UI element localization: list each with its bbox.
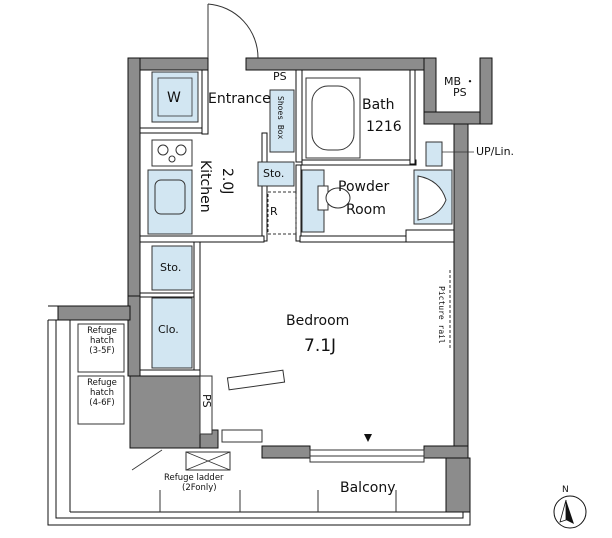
refuge-hatch-1-label: Refuge hatch (3-5F) [80,326,124,356]
refuge-hatch-2-line1: Refuge [87,378,117,388]
toilet [317,185,351,211]
ps-left-label: PS [200,394,213,408]
kitchen-label: Kitchen [197,160,213,213]
bedroom-size-label: 7.1J [304,336,337,356]
sto-left-label: Sto. [160,261,182,274]
balcony-label: Balcony [340,480,396,496]
bedroom-label: Bedroom [286,313,350,329]
washbasin [413,169,453,225]
sto-small-label: Sto. [263,167,285,180]
bathtub [305,77,361,159]
shoes-box [269,89,295,153]
clo-label: Clo. [158,323,179,336]
up-lin-box [425,141,443,167]
entrance-door [207,3,259,59]
refuge-hatch-box-2 [77,375,125,425]
refuge-hatch-box-1 [77,323,125,373]
kitchen-size-label: 2.0J [219,168,235,195]
washer-label: W [167,90,181,106]
entry-arrow [364,434,372,442]
picture-rail-label: Picture rail [437,286,446,344]
refuge-ladder-label: Refuge ladder (2Fonly) [164,473,224,494]
interior-walls [139,69,455,377]
refuge-ladder-line1: Refuge ladder [164,473,224,483]
compass-icon [553,495,587,529]
lower-window [221,429,263,443]
balcony-window [309,449,425,463]
storage-left [151,245,193,291]
refuge-ladder-line2: (2Fonly) [182,482,217,493]
stove [151,139,193,167]
structural-walls [57,57,493,513]
ps-top-label: PS [273,70,287,83]
powder-room-label-1: Powder [338,179,390,195]
small-storage-box [257,161,295,187]
closet [151,297,193,369]
refrigerator-label: R [270,205,278,218]
mb-ps-label: MB ・ PS [444,75,476,99]
refuge-hatch-1-line2: hatch [90,335,114,346]
refuge-hatch-2-line2: hatch [90,387,114,398]
refuge-hatch-2-label: Refuge hatch (4-6F) [80,378,124,408]
refuge-hatch-1-line1: Refuge [87,326,117,336]
entrance-label: Entrance [208,91,271,107]
shoes-box-label: Shoes Box [276,96,285,140]
washer-space [151,71,199,123]
compass-label: N [562,485,569,495]
kitchen-sink [154,179,186,215]
bath-size-label: 1216 [366,119,402,135]
ps-left-room [199,375,213,435]
refuge-hatch-2-line3: (4-6F) [89,397,115,408]
bedroom-air-conditioner [226,369,286,391]
bath-label: Bath [362,97,395,113]
refuge-hatch-1-line3: (3-5F) [89,345,115,356]
balcony-drain-diagonal [131,449,163,471]
powder-room-label-2: Room [346,202,386,218]
up-lin-label: UP/Lin. [476,145,515,158]
